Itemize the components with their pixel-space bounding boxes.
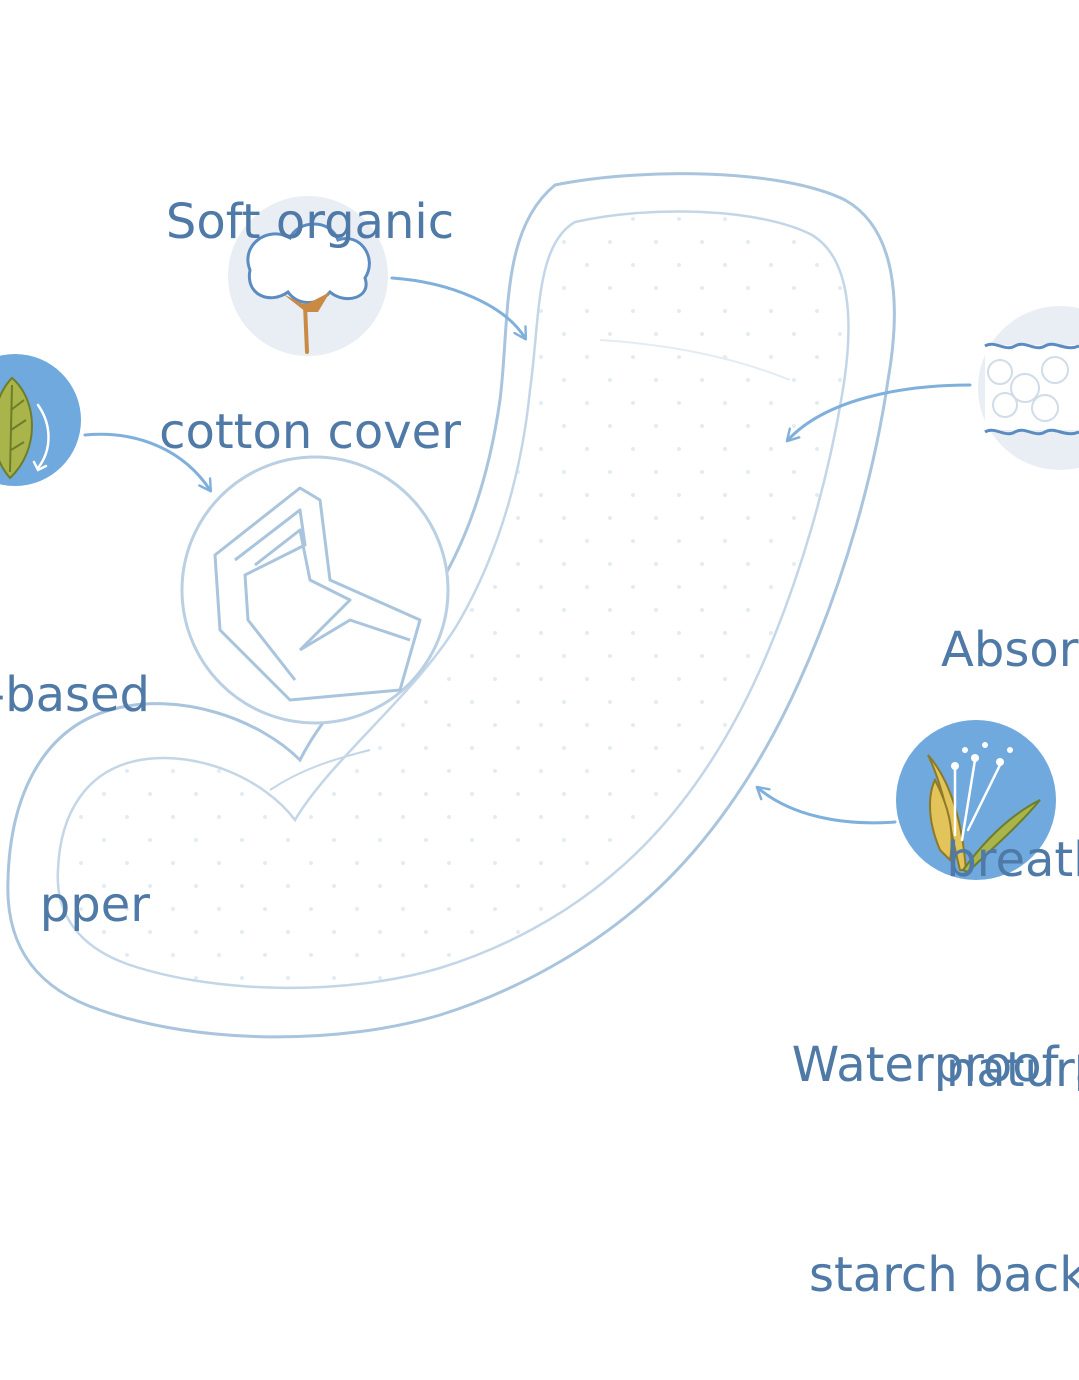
label-line: cotton cover [159, 404, 461, 460]
arrow-cotton [390, 276, 528, 341]
label-line: Soft organic [165, 194, 455, 250]
label-cotton-cover: Soft organic cotton cover [150, 47, 470, 537]
label-wrapper: -based pper [0, 520, 150, 1010]
pad-crease-line [599, 339, 791, 381]
label-line: starch back [808, 1247, 1079, 1303]
plant-badge [896, 720, 1056, 880]
leaf-icon [0, 376, 50, 480]
absorbent-badge [978, 306, 1079, 470]
arrow-absorbent [785, 383, 972, 443]
cotton-boll-icon [246, 222, 371, 354]
wrapper-zoom-circle [180, 455, 450, 725]
pad-fold-line [269, 749, 371, 791]
arrow-leaf [83, 432, 213, 493]
cotton-badge [228, 196, 388, 356]
label-waterproof-backing: Waterproof p starch back [768, 890, 1079, 1380]
arrow-plant [755, 785, 897, 825]
label-line: pper [39, 877, 150, 933]
corn-plant-icon [927, 742, 1041, 874]
leaf-badge [0, 354, 81, 486]
folded-wrapper-icon [213, 486, 422, 702]
callout-arrows [83, 276, 972, 825]
label-line: -based [0, 667, 150, 723]
label-line: Waterproof p [791, 1037, 1079, 1093]
pad-inner-outline [56, 210, 850, 990]
pad-diagram [0, 172, 1079, 1039]
fluffy-layer-icon [984, 342, 1079, 436]
label-line: breath [946, 832, 1079, 888]
